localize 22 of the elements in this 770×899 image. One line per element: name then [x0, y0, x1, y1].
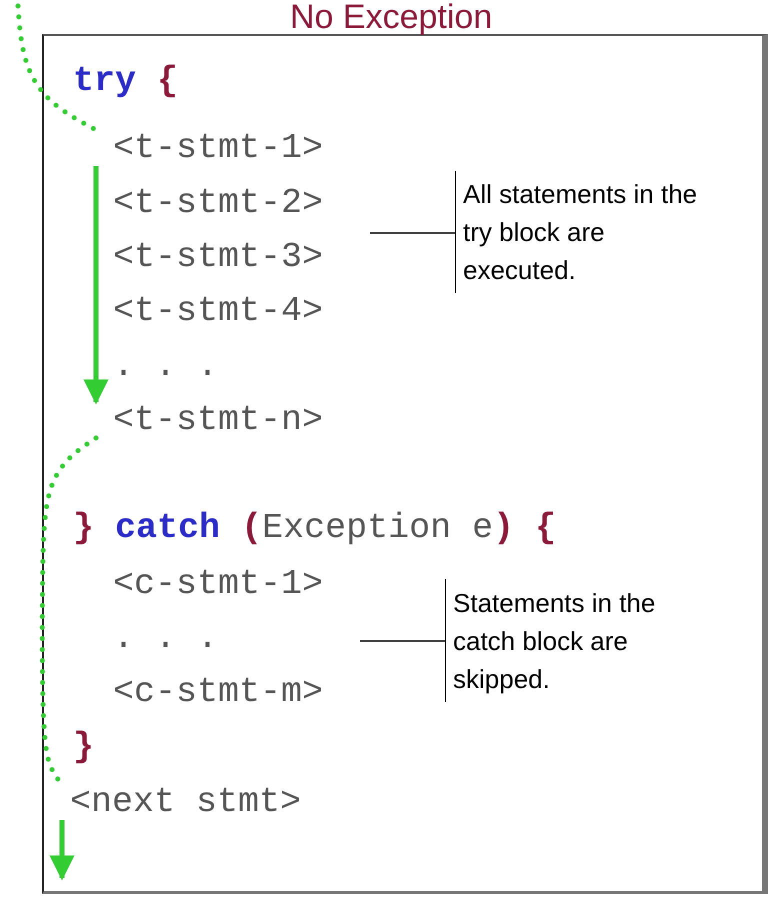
code-line: }	[73, 729, 94, 765]
code-line: <t-stmt-n>	[86, 402, 346, 438]
code-line: <t-stmt-1>	[86, 130, 346, 166]
code-line: } catch (Exception e) {	[73, 510, 556, 546]
code-line: <t-stmt-3>	[113, 239, 324, 275]
diagram-title: No Exception	[290, 0, 492, 37]
flow-path	[16, 4, 98, 132]
code-line: <c-stmt-m>	[113, 674, 324, 710]
code-line: <t-stmt-4>	[113, 293, 324, 329]
code-line: . . .	[113, 348, 218, 384]
code-line: <c-stmt-1>	[113, 566, 324, 602]
flow-arrow	[84, 166, 108, 404]
leader-line	[370, 232, 455, 234]
callout-note: All statements in the try block are executed.	[455, 171, 717, 293]
code-line: . . .	[113, 620, 218, 656]
code-line: try {	[73, 63, 178, 99]
flow-arrow	[50, 820, 74, 880]
code-panel	[42, 34, 768, 894]
code-line: <t-stmt-2>	[113, 185, 324, 221]
code-line: <next stmt>	[55, 784, 355, 820]
callout-note: Statements in the catch block are skipped.	[445, 579, 707, 702]
leader-line	[360, 640, 445, 642]
